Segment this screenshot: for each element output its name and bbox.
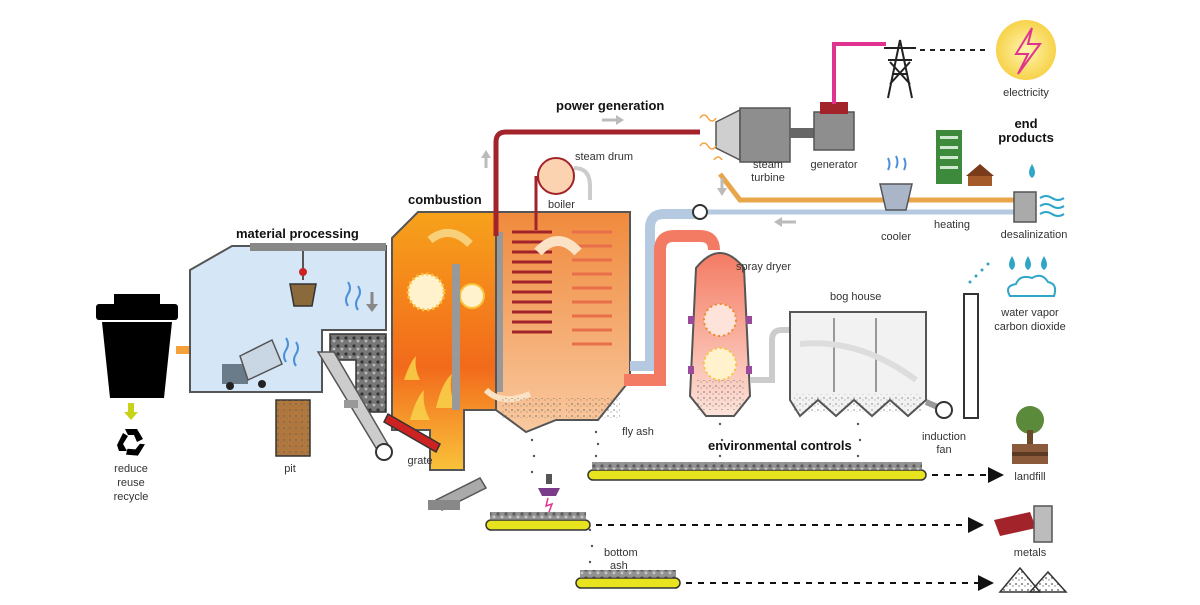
dump-truck-icon	[222, 338, 283, 390]
house-icon	[966, 164, 994, 186]
metals-conveyor	[485, 512, 591, 531]
grate-label: grate	[407, 455, 432, 467]
heat-waves-processing	[283, 281, 361, 367]
spray-dryer-label: spray dryer	[736, 261, 791, 273]
hot-gas-burst	[406, 272, 446, 312]
induction-fan-label-1: induction	[922, 431, 966, 443]
boiler-flow-arc	[534, 236, 582, 256]
bottom-ash-label-2: ash	[610, 560, 628, 572]
fly-ash-label: fly ash	[622, 426, 654, 438]
boiler-body	[495, 211, 631, 434]
lightning-bolt-icon	[996, 20, 1056, 80]
economizer-coil	[572, 230, 612, 346]
environmental-controls-header: environmental controls	[708, 438, 852, 453]
bottom-ash-conveyor	[575, 570, 681, 589]
recycle-arrow-head	[124, 412, 138, 420]
boiler-tubes	[512, 230, 552, 334]
crane-rail	[250, 243, 386, 251]
steam-drum-label: steam drum	[575, 151, 633, 163]
reduce-label: reduce	[114, 463, 148, 475]
generator	[813, 102, 855, 151]
induction-fan	[935, 401, 953, 419]
stack	[963, 293, 979, 419]
fly-ash-conveyor	[587, 462, 927, 481]
recycle-icon	[117, 429, 145, 456]
power-generation-header: power generation	[556, 98, 664, 113]
down-arrow-head	[366, 304, 378, 312]
steam-turbine	[715, 107, 814, 163]
carbon-dioxide-label: carbon dioxide	[994, 321, 1066, 333]
flow-arc	[427, 229, 473, 247]
flames	[404, 356, 456, 420]
boiler-label: boiler	[548, 199, 575, 211]
turbine-heat-waves	[699, 114, 723, 161]
water-drop-icon	[1029, 164, 1035, 178]
water-drop-icon	[1009, 256, 1047, 270]
water-vapor-label: water vapor	[1000, 307, 1059, 319]
crane-grab-icon	[289, 283, 317, 307]
material-processing-header: material processing	[236, 226, 359, 241]
steam-drum	[537, 157, 575, 195]
electricity-label: electricity	[1003, 87, 1049, 99]
steam-turbine-label-1: steam	[753, 159, 783, 171]
tree-icon	[1012, 406, 1048, 464]
combustion-baffle	[452, 264, 460, 410]
duct-valve	[692, 204, 708, 220]
building-icon	[936, 130, 962, 184]
heating-label: heating	[934, 219, 970, 231]
ram-wheel	[375, 443, 393, 461]
combustion-header: combustion	[408, 192, 482, 207]
stack-emissions	[968, 262, 990, 284]
power-pylon-icon	[884, 39, 916, 99]
bog-house-label: bog house	[830, 291, 881, 303]
desalinization-unit	[1013, 191, 1065, 223]
bottom-ash-label-1: bottom	[604, 547, 638, 559]
flue-duct-upper	[630, 209, 700, 371]
pit-label: pit	[284, 463, 296, 475]
cooler	[879, 155, 913, 211]
trash-bin-icon	[96, 294, 178, 398]
recycle-label: recycle	[114, 491, 149, 503]
heating-line	[718, 172, 1020, 203]
metals-icon	[994, 505, 1053, 543]
cloud-icon	[1007, 274, 1057, 297]
magnet-icon	[538, 474, 560, 513]
reuse-label: reuse	[117, 477, 145, 489]
generator-label: generator	[810, 159, 857, 171]
ash-fall	[530, 422, 862, 564]
steam-turbine-label-2: turbine	[751, 172, 785, 184]
moving-grate	[383, 412, 441, 454]
desalinization-label: desalinization	[1001, 229, 1068, 241]
crane-light	[299, 268, 307, 276]
end-products-header-2: products	[998, 130, 1054, 145]
landfill-label: landfill	[1014, 471, 1045, 483]
flue-duct	[624, 230, 720, 386]
ash-pile-icon	[998, 566, 1068, 593]
steam-line	[493, 129, 700, 236]
induction-fan-label-2: fan	[936, 444, 951, 456]
metals-label: metals	[1014, 547, 1047, 559]
cooler-label: cooler	[881, 231, 911, 243]
end-products-header-1: end	[1014, 116, 1037, 131]
power-line	[832, 42, 886, 104]
